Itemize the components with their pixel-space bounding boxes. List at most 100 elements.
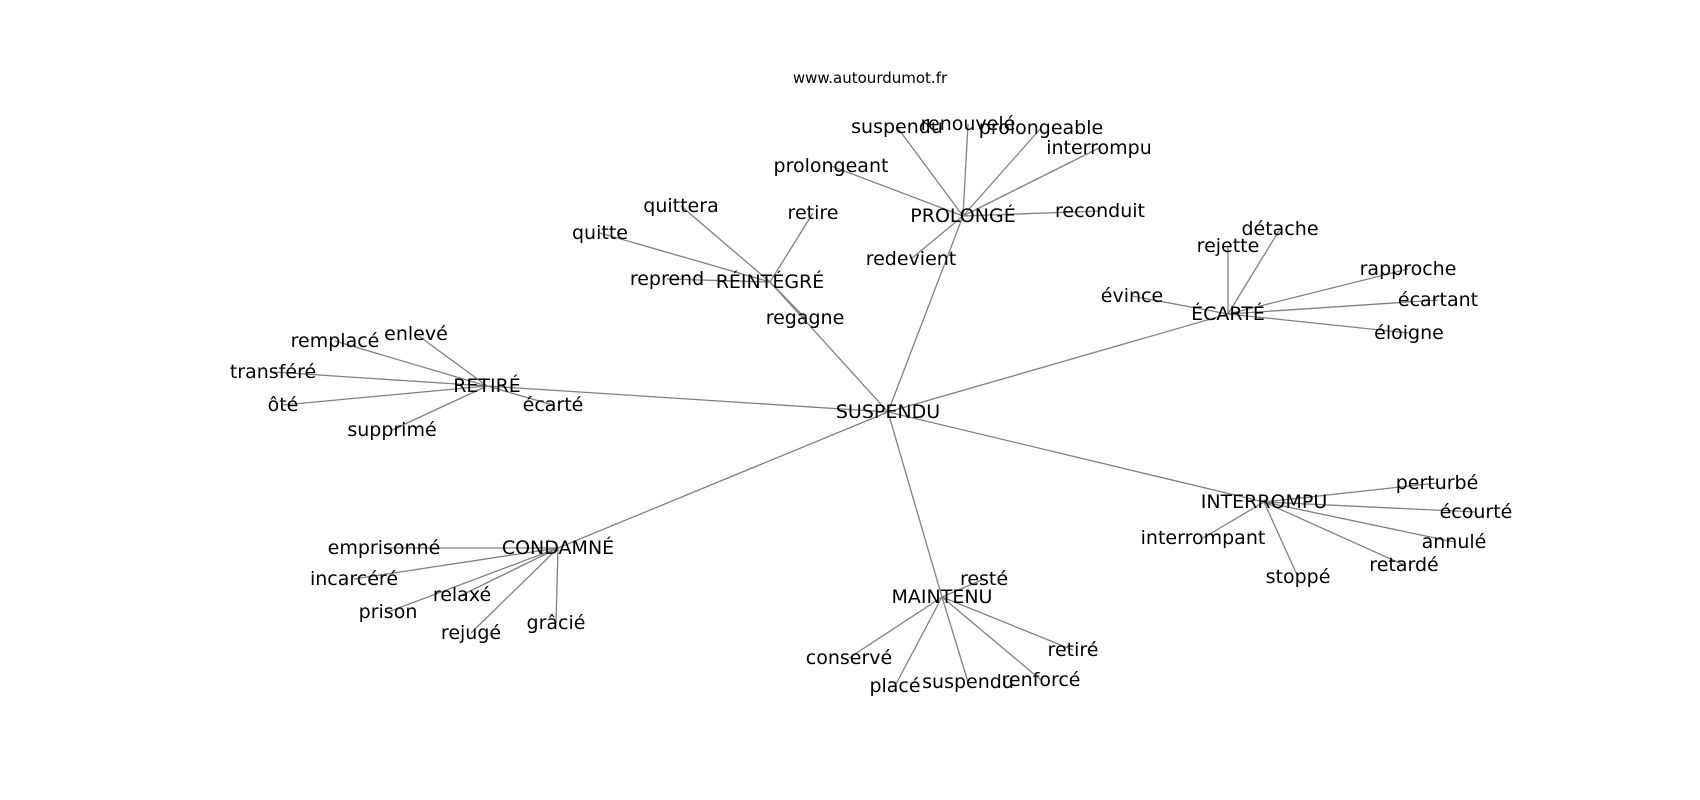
edge-interrompu-1 <box>1263 501 1477 513</box>
word-node-retire-5[interactable]: écarté <box>523 394 584 416</box>
center-node[interactable]: SUSPENDU <box>836 401 940 423</box>
edge-reintegre-3 <box>666 278 771 283</box>
word-node-maintenu-4[interactable]: suspendu <box>922 671 1014 693</box>
word-node-retire-2[interactable]: transféré <box>230 361 316 383</box>
word-node-interrompu-4[interactable]: retardé <box>1369 554 1438 576</box>
word-node-maintenu-0[interactable]: resté <box>960 568 1008 590</box>
word-node-reintegre-4[interactable]: regagne <box>766 307 845 329</box>
edge-reintegre-1 <box>599 232 771 283</box>
edge-center-ecarte <box>887 313 1229 413</box>
edge-retire-0 <box>334 340 488 387</box>
edge-condamne-2 <box>461 547 559 596</box>
edge-retire-4 <box>391 385 488 431</box>
word-node-ecarte-2[interactable]: rapproche <box>1360 258 1457 280</box>
hub-node-retire[interactable]: RETIRÉ <box>453 374 521 397</box>
edge-maintenu-1 <box>848 596 943 659</box>
edge-retire-3 <box>282 385 488 406</box>
word-node-interrompu-1[interactable]: écourté <box>1440 501 1513 523</box>
edge-prolonge-6 <box>910 215 964 260</box>
hub-node-condamne[interactable]: CONDAMNÉ <box>502 536 614 559</box>
word-node-condamne-1[interactable]: incarcéré <box>310 568 398 590</box>
word-node-condamne-4[interactable]: rejugé <box>441 622 501 644</box>
word-node-maintenu-1[interactable]: conservé <box>806 647 892 669</box>
edge-prolonge-4 <box>830 165 964 217</box>
edge-reintegre-0 <box>680 205 771 283</box>
word-node-reintegre-2[interactable]: retire <box>788 202 839 224</box>
word-node-condamne-3[interactable]: prison <box>359 601 418 623</box>
labels: SUSPENDUPROLONGÉsuspendurenouveléprolong… <box>230 113 1513 697</box>
edge-prolonge-1 <box>962 123 969 217</box>
edge-interrompu-0 <box>1263 482 1438 503</box>
edge-center-retire <box>486 385 889 413</box>
edge-ecarte-0 <box>1227 228 1281 315</box>
word-node-interrompu-2[interactable]: annulé <box>1422 531 1487 553</box>
edge-maintenu-4 <box>941 596 969 683</box>
edge-maintenu-2 <box>941 596 1074 651</box>
word-node-prolonge-5[interactable]: reconduit <box>1055 200 1145 222</box>
edge-center-interrompu <box>887 411 1265 503</box>
edges <box>272 123 1477 687</box>
word-node-prolonge-4[interactable]: prolongeant <box>774 155 889 177</box>
edge-retire-1 <box>415 333 488 387</box>
edge-condamne-4 <box>470 547 559 634</box>
word-node-retire-4[interactable]: supprimé <box>347 419 436 441</box>
edge-condamne-5 <box>555 547 559 624</box>
edge-interrompu-4 <box>1263 501 1405 566</box>
edge-ecarte-2 <box>1227 268 1409 315</box>
edge-center-reintegre <box>769 281 889 413</box>
edge-interrompu-2 <box>1263 501 1455 543</box>
edge-retire-2 <box>272 371 488 387</box>
edge-prolonge-3 <box>962 147 1100 217</box>
word-node-ecarte-3[interactable]: écartant <box>1398 289 1478 311</box>
word-node-maintenu-2[interactable]: retiré <box>1048 639 1099 661</box>
hub-node-maintenu[interactable]: MAINTENU <box>892 586 993 608</box>
edge-reintegre-4 <box>769 281 806 319</box>
hub-node-reintegre[interactable]: RÉINTÉGRÉ <box>716 270 825 293</box>
edge-condamne-3 <box>387 547 559 613</box>
edge-interrompu-3 <box>1202 501 1265 539</box>
edge-interrompu-5 <box>1263 501 1299 578</box>
edge-ecarte-4 <box>1131 295 1229 315</box>
edge-reintegre-2 <box>769 212 814 283</box>
word-node-ecarte-4[interactable]: évince <box>1101 285 1163 307</box>
hub-node-prolonge[interactable]: PROLONGÉ <box>910 204 1015 227</box>
word-node-ecarte-1[interactable]: rejette <box>1197 235 1260 257</box>
word-node-prolonge-1[interactable]: renouvelé <box>921 113 1016 135</box>
edge-maintenu-5 <box>941 596 1042 681</box>
word-node-prolonge-2[interactable]: prolongeable <box>979 117 1103 139</box>
word-node-ecarte-0[interactable]: détache <box>1241 218 1318 240</box>
edge-center-condamne <box>557 411 889 549</box>
word-node-condamne-5[interactable]: grâcié <box>527 612 586 634</box>
word-node-prolonge-6[interactable]: redevient <box>866 248 957 270</box>
word-node-reintegre-0[interactable]: quittera <box>643 195 718 217</box>
word-node-maintenu-5[interactable]: renforcé <box>1002 669 1081 691</box>
word-node-interrompu-3[interactable]: interrompant <box>1141 527 1266 549</box>
word-node-maintenu-3[interactable]: placé <box>869 675 920 697</box>
word-node-interrompu-0[interactable]: perturbé <box>1396 472 1479 494</box>
source-watermark: www.autourdumot.fr <box>793 69 948 87</box>
edge-center-prolonge <box>887 215 964 413</box>
edge-retire-5 <box>486 385 554 406</box>
word-node-ecarte-5[interactable]: éloigne <box>1374 322 1444 344</box>
word-node-interrompu-5[interactable]: stoppé <box>1266 566 1331 588</box>
edge-ecarte-5 <box>1227 313 1410 334</box>
edge-prolonge-0 <box>896 126 964 217</box>
word-node-prolonge-3[interactable]: interrompu <box>1046 137 1152 159</box>
hub-node-interrompu[interactable]: INTERROMPU <box>1201 491 1328 513</box>
edge-center-maintenu <box>887 411 943 598</box>
word-node-retire-3[interactable]: ôté <box>268 394 299 416</box>
hub-node-ecarte[interactable]: ÉCARTÉ <box>1191 302 1265 325</box>
word-node-reintegre-1[interactable]: quitte <box>572 222 628 244</box>
edge-condamne-1 <box>353 547 559 580</box>
word-node-condamne-2[interactable]: relaxé <box>433 584 491 606</box>
word-node-prolonge-0[interactable]: suspendu <box>851 116 943 138</box>
edge-maintenu-3 <box>894 596 943 687</box>
word-node-reintegre-3[interactable]: reprend <box>630 268 704 290</box>
word-node-retire-0[interactable]: remplacé <box>291 330 380 352</box>
edge-prolonge-2 <box>962 127 1042 217</box>
edge-prolonge-5 <box>962 210 1101 217</box>
edge-maintenu-0 <box>941 578 985 598</box>
word-node-retire-1[interactable]: enlevé <box>384 323 448 345</box>
word-node-condamne-0[interactable]: emprisonné <box>328 537 441 559</box>
